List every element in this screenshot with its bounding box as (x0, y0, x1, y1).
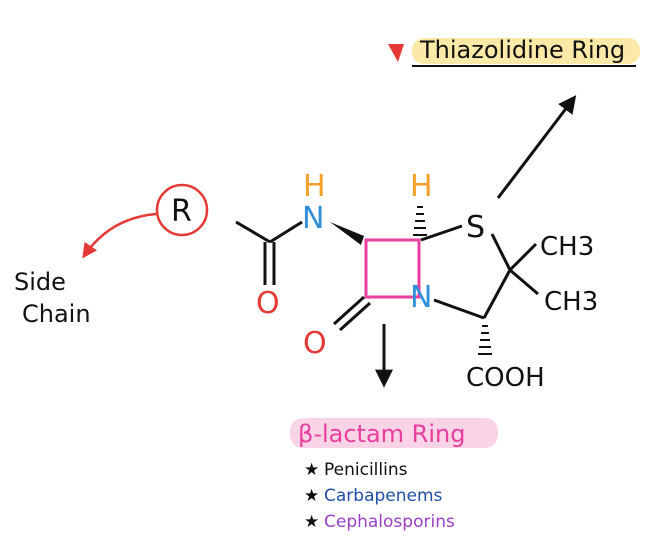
thiazolidine-label: Thiazolidine Ring (419, 36, 625, 64)
oxygen-side-chain: O (256, 286, 280, 321)
nitrogen-amide: N (302, 201, 324, 236)
hydrogen-ring: H (410, 169, 433, 204)
methyl-bottom: CH3 (544, 287, 598, 317)
bond-ring-carbonyl-a (332, 295, 366, 326)
r-group-circle (155, 183, 209, 237)
list-item-penicillins: Penicillins (324, 460, 408, 480)
list-item-carbapenems: Carbapenems (324, 486, 443, 506)
list-item-bullet-2: ★ (304, 486, 319, 506)
thiazolidine-red-marker (388, 44, 404, 62)
beta-lactam-highlight (290, 418, 498, 448)
list-item-bullet-3: ★ (304, 512, 319, 532)
methyl-top: CH3 (540, 232, 594, 262)
thiazolidine-highlight (412, 38, 640, 64)
hashed-bond-h (413, 206, 427, 236)
sulfur: S (466, 210, 485, 245)
side-chain-label-line2: Chain (22, 300, 91, 328)
nitrogen-ring: N (410, 280, 432, 315)
bond-cme2-to-c (482, 269, 512, 319)
beta-lactam-label: β-lactam Ring (298, 420, 465, 448)
bond-c-to-n (433, 298, 485, 320)
r-group-label: R (171, 194, 192, 229)
bond-ring-carbonyl-b (338, 301, 372, 332)
list-item-bullet-1: ★ (304, 460, 319, 480)
oxygen-ring: O (303, 326, 327, 361)
bond-r-to-carbonyl (235, 220, 271, 244)
arrow-to-side-chain (82, 212, 157, 259)
bond-to-methyl-bottom (509, 268, 539, 296)
wedge-bond-n-to-ring (330, 222, 364, 245)
bond-s-to-cme2 (490, 233, 512, 271)
bond-to-methyl-top (508, 242, 538, 272)
carboxyl-group: COOH (466, 363, 545, 393)
beta-lactam-square (364, 238, 421, 299)
side-chain-label-line1: Side (14, 268, 66, 296)
arrow-to-thiazolidine (496, 95, 577, 199)
hydrogen-amide: H (303, 169, 326, 204)
bond-carbonyl-to-n (269, 220, 303, 244)
hashed-bond-cooh (478, 325, 492, 355)
bond-c-to-s (420, 224, 463, 242)
list-item-cephalosporins: Cephalosporins (324, 512, 455, 532)
